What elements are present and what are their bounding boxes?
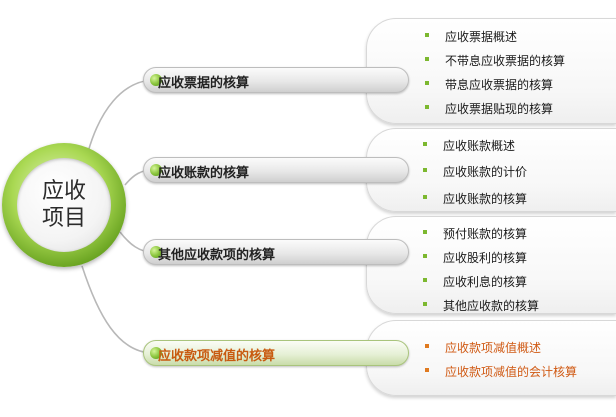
hub-title: 应收 项目 [17, 178, 111, 232]
bullet-icon [423, 230, 427, 234]
branch-pill-notes-receivable[interactable]: 应收票据的核算 [143, 67, 409, 93]
bullet-icon [425, 81, 429, 85]
detail-panel-1: 应收票据概述 不带息应收票据的核算 带息应收票据的核算 应收票据贴现的核算 [366, 18, 616, 124]
branch-pill-other-receivables[interactable]: 其他应收款项的核算 [143, 239, 409, 265]
branch-label: 应收账款的核算 [158, 166, 250, 181]
bullet-icon [425, 105, 429, 109]
branch-label: 其他应收款项的核算 [158, 248, 276, 263]
branch-label: 应收票据的核算 [158, 76, 250, 91]
bullet-icon [423, 302, 427, 306]
bead-icon [150, 246, 162, 258]
hub-node: 应收 项目 [2, 143, 126, 267]
bullet-icon [425, 368, 429, 372]
bullet-icon [425, 57, 429, 61]
hub-title-line-2: 项目 [41, 206, 86, 231]
detail-panel-3: 预付账款的核算 应收股利的核算 应收利息的核算 其他应收款的核算 [366, 216, 616, 314]
bead-icon [150, 164, 162, 176]
bullet-icon [425, 33, 429, 37]
branch-pill-impairment[interactable]: 应收款项减值的核算 [143, 340, 409, 366]
hub-inner-disc: 应收 项目 [17, 158, 111, 252]
bullet-icon [423, 168, 427, 172]
bullet-icon [423, 278, 427, 282]
connector-branch-4 [81, 265, 153, 354]
bead-icon [150, 347, 162, 359]
bullet-icon [425, 344, 429, 348]
connector-branch-1 [87, 79, 153, 153]
bullet-icon [423, 195, 427, 199]
branch-pill-accounts-receivable[interactable]: 应收账款的核算 [143, 157, 409, 183]
branch-label: 应收款项减值的核算 [158, 349, 276, 364]
bullet-icon [423, 254, 427, 258]
bead-icon [150, 74, 162, 86]
hub-title-line-1: 应收 [41, 179, 86, 204]
bullet-icon [423, 142, 427, 146]
